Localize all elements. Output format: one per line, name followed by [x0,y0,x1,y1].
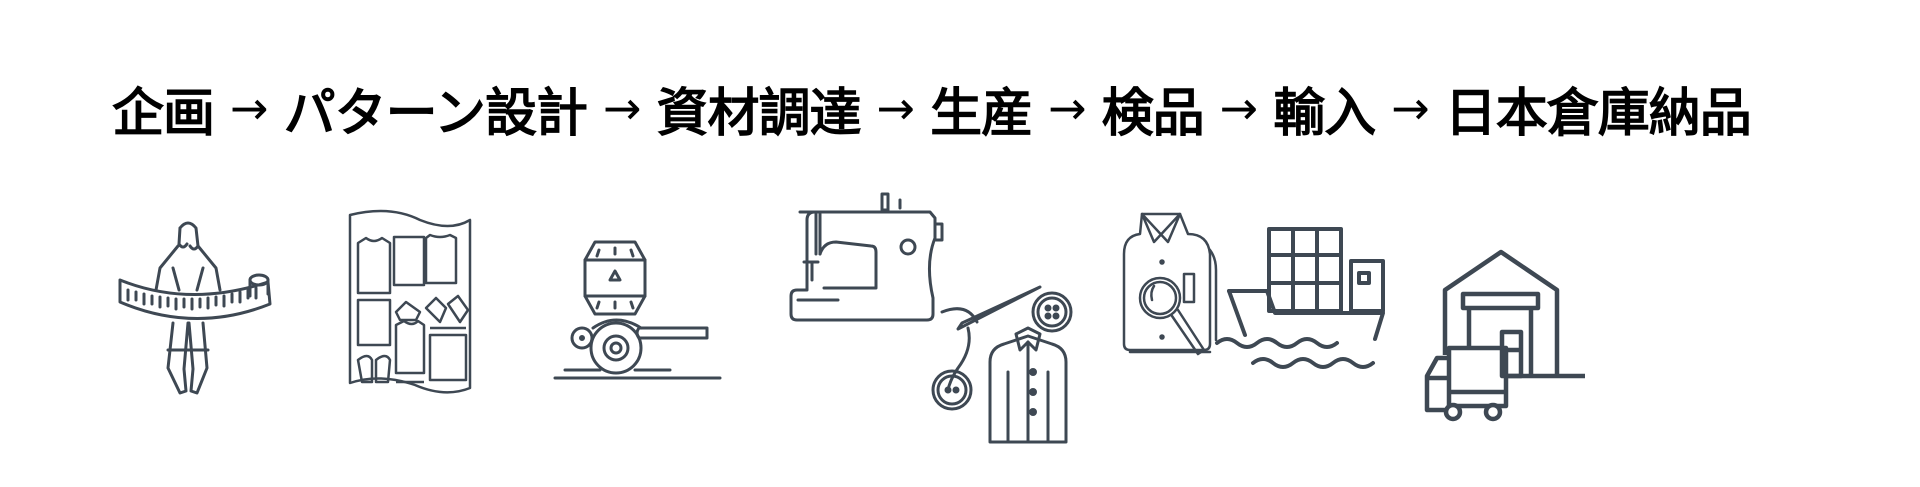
arrow-separator: → [876,81,916,135]
step-warehouse-delivery: 日本倉庫納品 [1444,83,1752,144]
sewing-machine-shirt-icon [780,192,1085,447]
step-pattern-design: パターン設計 [283,83,588,144]
cargo-ship-icon [1225,225,1370,370]
step-material-procurement: 資材調達 [656,83,862,144]
pattern-sheet-icon [348,210,473,395]
arrow-separator: → [1219,81,1259,135]
step-production: 生産 [930,83,1033,144]
arrow-separator: → [1391,81,1430,135]
warehouse-truck-icon [1418,250,1588,425]
arrow-separator: → [230,81,269,135]
process-flow-title: 企画 → パターン設計 → 資材調達 → 生産 → 検品 → 輸入 → 日本倉庫… [112,68,1752,148]
step-inspection: 検品 [1101,83,1205,144]
arrow-separator: → [602,81,642,135]
arrow-separator: → [1048,81,1087,135]
tape-measure-figure-icon [118,218,278,403]
shirt-magnifier-icon [1122,210,1217,370]
step-import: 輸入 [1273,83,1376,144]
fabric-machine-icon [555,238,725,383]
step-planning: 企画 [112,83,215,144]
